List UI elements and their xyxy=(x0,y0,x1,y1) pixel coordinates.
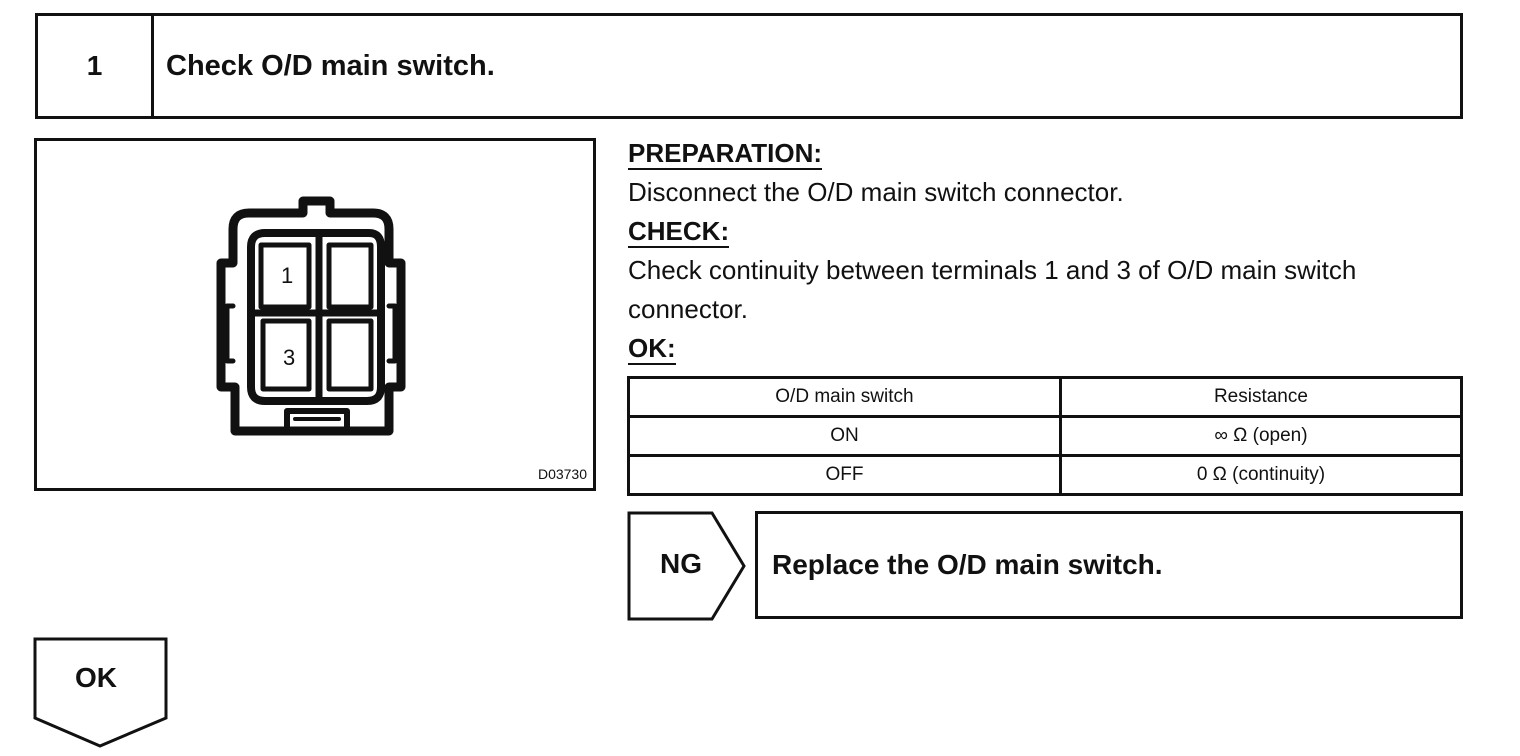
ng-action: Replace the O/D main switch. xyxy=(755,511,1463,619)
table-row: OFF 0 Ω (continuity) xyxy=(627,454,1464,496)
connector-diagram-icon xyxy=(216,196,406,436)
table-header-cell: Resistance xyxy=(1058,376,1464,418)
ng-label: NG xyxy=(660,548,702,579)
terminal-3-label: 3 xyxy=(283,345,296,370)
table-cell: 0 Ω (continuity) xyxy=(1058,454,1464,496)
resistance-table: O/D main switch Resistance ON ∞ Ω (open)… xyxy=(627,376,1464,496)
check-text-line2: connector. xyxy=(628,294,748,324)
ok-arrow-icon xyxy=(33,637,168,748)
instruction-text: PREPARATION: Disconnect the O/D main swi… xyxy=(628,134,1478,368)
figure-code: D03730 xyxy=(537,466,587,482)
ng-arrow-icon xyxy=(627,511,746,621)
table-header-row: O/D main switch Resistance xyxy=(627,376,1464,418)
check-heading: CHECK: xyxy=(628,216,730,248)
step-number: 1 xyxy=(38,16,154,116)
ok-label: OK xyxy=(75,662,117,693)
ok-heading: OK: xyxy=(628,333,676,365)
step-title: Check O/D main switch. xyxy=(166,49,495,82)
table-cell: ON xyxy=(627,415,1062,457)
table-cell: ∞ Ω (open) xyxy=(1058,415,1464,457)
preparation-heading: PREPARATION: xyxy=(628,138,823,170)
connector-figure: 1 3 D03730 xyxy=(34,138,596,491)
preparation-text: Disconnect the O/D main switch connector… xyxy=(628,177,1124,207)
step-header: 1 Check O/D main switch. xyxy=(35,13,1463,119)
table-row: ON ∞ Ω (open) xyxy=(627,415,1464,457)
check-text-line1: Check continuity between terminals 1 and… xyxy=(628,255,1357,285)
terminal-1-label: 1 xyxy=(281,263,294,288)
table-header-cell: O/D main switch xyxy=(627,376,1062,418)
table-cell: OFF xyxy=(627,454,1062,496)
